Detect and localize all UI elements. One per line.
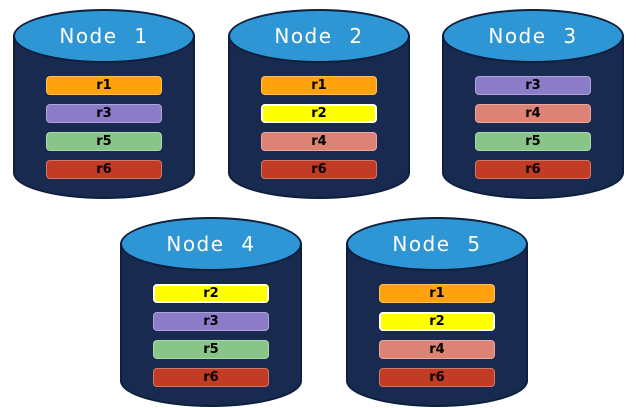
replica-bar: r6 — [379, 368, 495, 387]
node-label: Node 3 — [488, 24, 578, 48]
node-label: Node 4 — [166, 232, 256, 256]
replica-list: r1 r2 r4 r6 — [346, 284, 528, 387]
replica-bar: r6 — [46, 160, 162, 179]
replica-bar: r2 — [261, 104, 377, 123]
cylinder-top-icon: Node 4 — [120, 217, 302, 271]
database-cylinder-node-5: Node 5 r1 r2 r4 r6 — [346, 217, 528, 407]
replica-bar: r5 — [475, 132, 591, 151]
replica-bar: r1 — [379, 284, 495, 303]
replica-list: r3 r4 r5 r6 — [442, 76, 624, 179]
replica-bar: r1 — [261, 76, 377, 95]
database-cylinder-node-4: Node 4 r2 r3 r5 r6 — [120, 217, 302, 407]
replica-bar: r4 — [379, 340, 495, 359]
cylinder-top-icon: Node 2 — [228, 9, 410, 63]
replica-bar: r1 — [46, 76, 162, 95]
replica-bar: r6 — [261, 160, 377, 179]
replica-bar: r3 — [153, 312, 269, 331]
replica-bar: r5 — [153, 340, 269, 359]
replica-bar: r6 — [475, 160, 591, 179]
replica-bar: r3 — [475, 76, 591, 95]
replica-bar: r4 — [475, 104, 591, 123]
replica-bar: r3 — [46, 104, 162, 123]
cylinder-top-icon: Node 3 — [442, 9, 624, 63]
cylinder-top-icon: Node 1 — [13, 9, 195, 63]
replica-bar: r6 — [153, 368, 269, 387]
replica-bar: r4 — [261, 132, 377, 151]
replica-bar: r2 — [379, 312, 495, 331]
replica-list: r1 r2 r4 r6 — [228, 76, 410, 179]
replica-bar: r5 — [46, 132, 162, 151]
database-cylinder-node-3: Node 3 r3 r4 r5 r6 — [442, 9, 624, 199]
node-label: Node 2 — [274, 24, 364, 48]
replica-bar: r2 — [153, 284, 269, 303]
replica-list: r1 r3 r5 r6 — [13, 76, 195, 179]
database-cylinder-node-2: Node 2 r1 r2 r4 r6 — [228, 9, 410, 199]
database-cylinder-node-1: Node 1 r1 r3 r5 r6 — [13, 9, 195, 199]
replica-list: r2 r3 r5 r6 — [120, 284, 302, 387]
node-label: Node 5 — [392, 232, 482, 256]
cylinder-top-icon: Node 5 — [346, 217, 528, 271]
node-label: Node 1 — [59, 24, 149, 48]
